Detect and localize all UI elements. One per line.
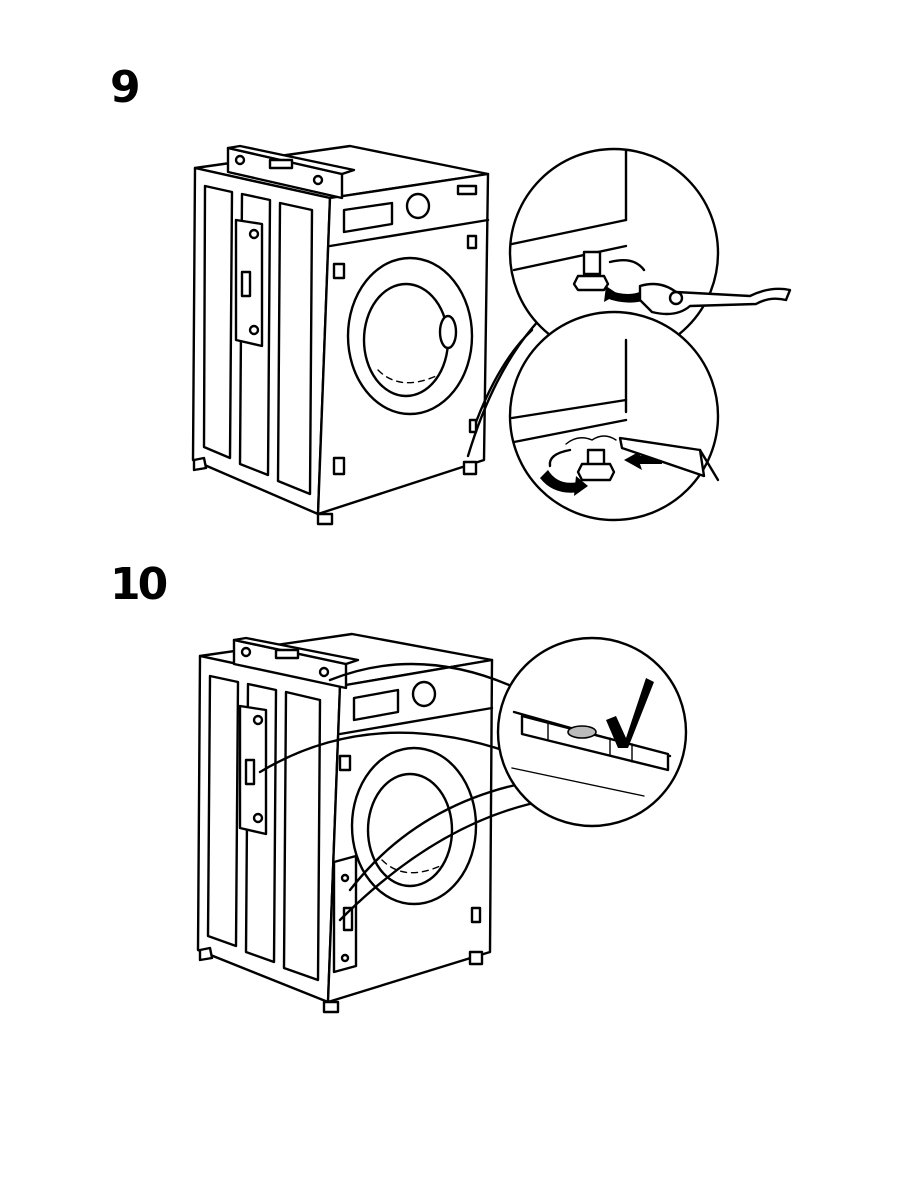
step-10-illustration [0, 630, 918, 1030]
zoom-detail-screwdriver [476, 312, 718, 520]
zoom-detail-level-bubble [498, 638, 686, 826]
step-number-9: 9 [110, 66, 138, 110]
washing-machine [193, 146, 488, 524]
level-bubble [568, 726, 596, 738]
step-number-10: 10 [110, 563, 165, 607]
washing-machine [198, 634, 492, 1012]
step-9-illustration [0, 140, 918, 540]
